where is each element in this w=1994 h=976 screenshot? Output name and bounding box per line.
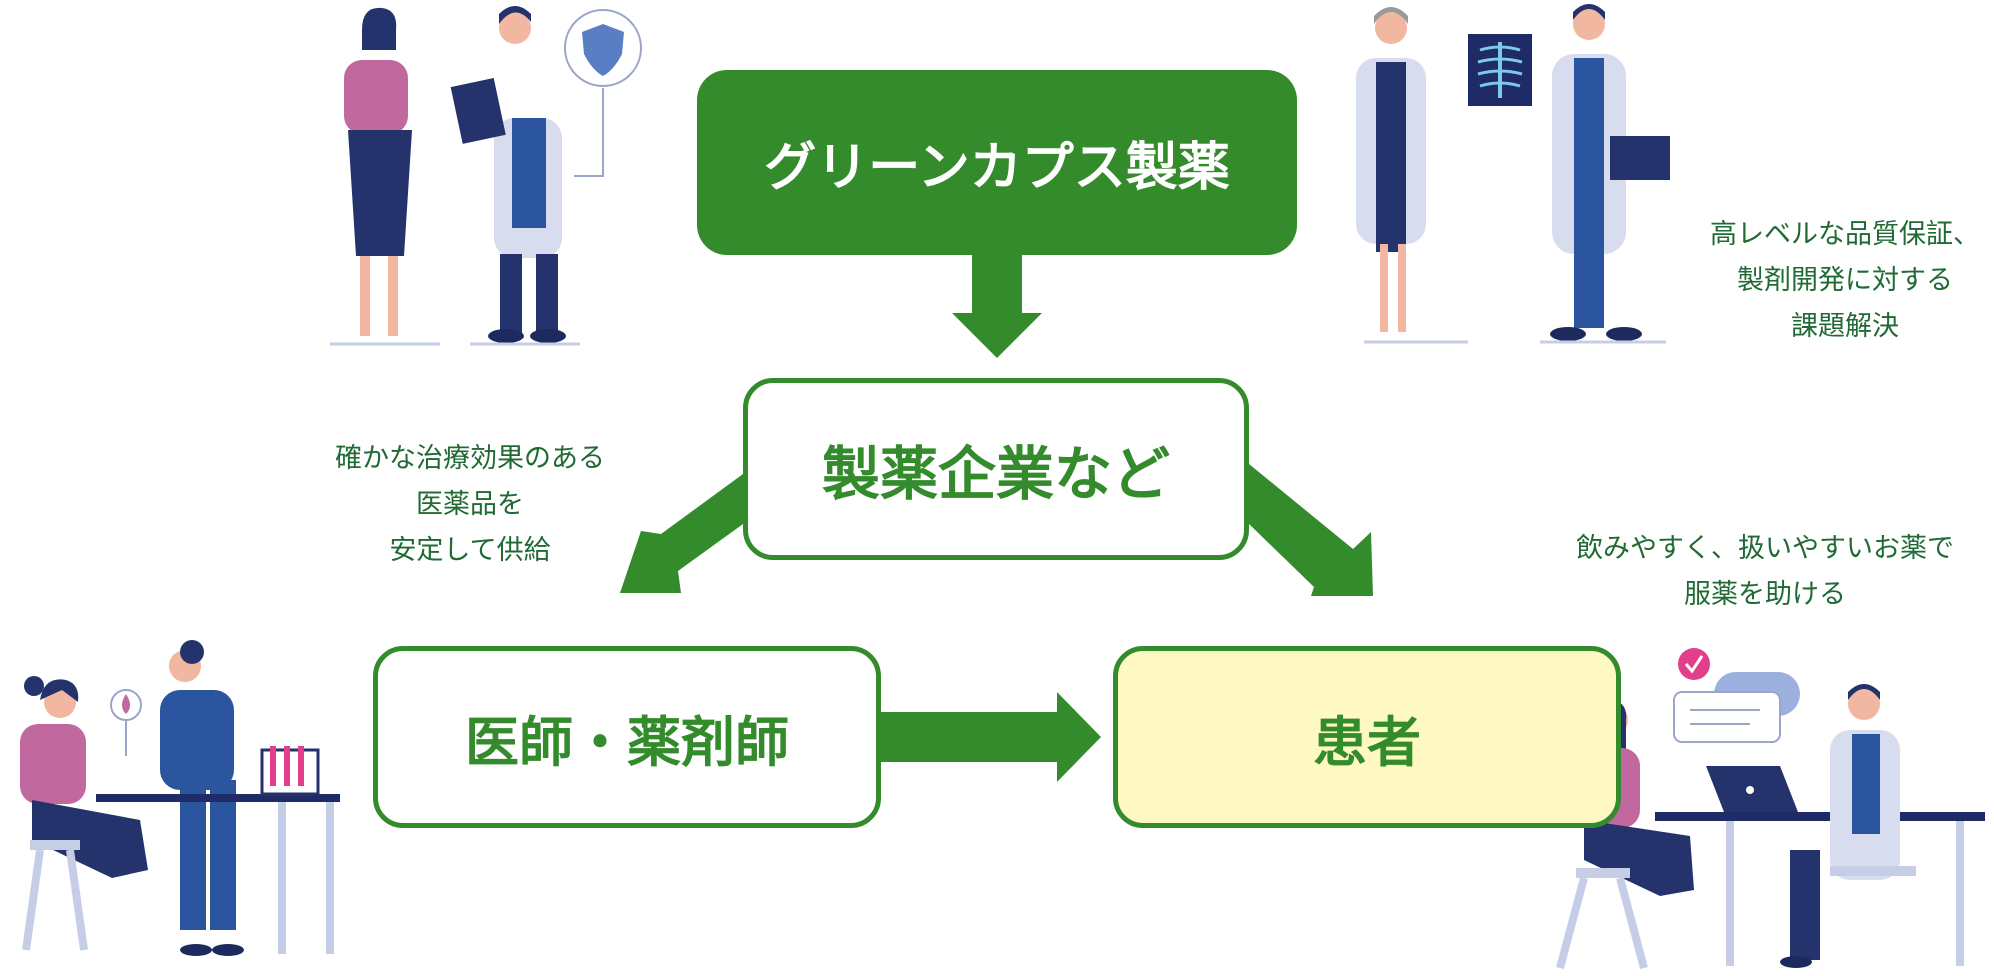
node-label: 医師・薬剤師 xyxy=(465,710,789,774)
note-line: 服薬を助ける xyxy=(1684,579,1846,610)
note-easy-medication: 飲みやすく、扱いやすいお薬で 服薬を助ける xyxy=(1550,526,1980,618)
arrow-left-to-right xyxy=(881,692,1101,782)
node-green-caps-pharma: グリーンカプス製薬 xyxy=(697,70,1297,255)
node-label: グリーンカプス製薬 xyxy=(764,138,1230,198)
note-line: 医薬品を xyxy=(416,489,524,520)
note-line: 確かな治療効果のある xyxy=(335,443,605,474)
arrow-middle-to-right xyxy=(1249,464,1373,596)
note-line: 飲みやすく、扱いやすいお薬で xyxy=(1576,533,1954,564)
node-pharma-companies: 製薬企業など xyxy=(743,378,1249,560)
male-doctor-figure xyxy=(1550,4,1670,341)
arrow-middle-to-left xyxy=(620,474,743,593)
note-line: 安定して供給 xyxy=(389,535,551,566)
desk-with-laptop xyxy=(1655,766,1985,966)
note-line: 製剤開発に対する xyxy=(1737,265,1953,296)
female-doctor-figure xyxy=(1356,7,1426,332)
note-line: 高レベルな品質保証、 xyxy=(1710,219,1980,250)
seated-patient-figure xyxy=(20,676,148,951)
woman-patient-figure xyxy=(344,7,412,336)
note-quality-assurance: 高レベルな品質保証、 製剤開発に対する 課題解決 xyxy=(1690,212,1994,350)
node-label: 患者 xyxy=(1313,710,1421,774)
nurse-figure xyxy=(160,640,244,956)
node-label: 製薬企業など xyxy=(821,440,1170,508)
shield-icon xyxy=(564,9,642,177)
doctor-with-clipboard-figure xyxy=(450,6,566,343)
note-line: 課題解決 xyxy=(1791,311,1899,342)
xray-icon xyxy=(1468,34,1532,106)
node-doctors-pharmacists: 医師・薬剤師 xyxy=(373,646,881,828)
arrow-top-to-middle xyxy=(952,255,1042,358)
blood-drop-icon xyxy=(110,689,142,756)
doctor-at-desk-figure xyxy=(1780,684,1916,968)
chat-bubbles-icon xyxy=(1673,648,1800,743)
note-stable-supply: 確かな治療効果のある 医薬品を 安定して供給 xyxy=(305,436,635,574)
node-patients: 患者 xyxy=(1113,646,1621,828)
lab-table-with-test-tubes xyxy=(96,746,340,954)
